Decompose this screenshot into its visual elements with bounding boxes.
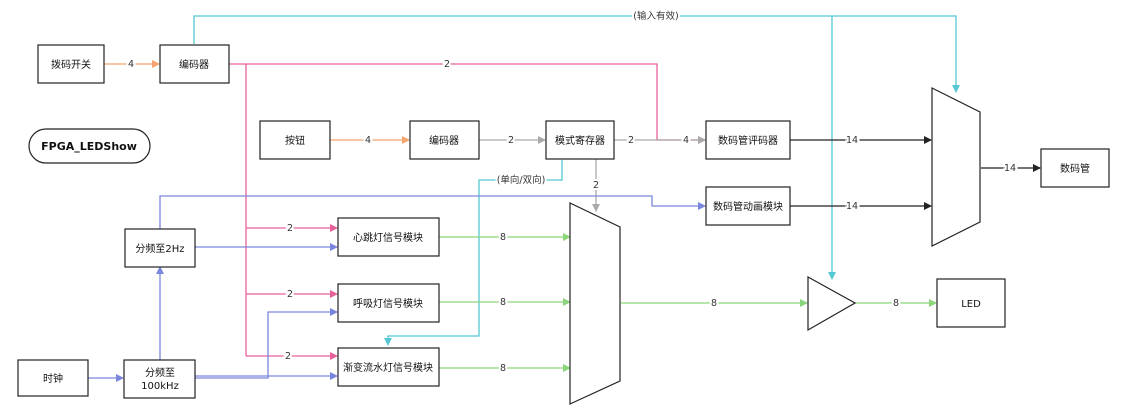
- block-encoder-top: 编码器: [159, 44, 230, 84]
- block-label: 分频至2Hz: [135, 242, 184, 255]
- block-label: LED: [961, 299, 981, 310]
- block-heartbeat: 心跳灯信号模块: [337, 217, 440, 257]
- edges: [88, 15, 1041, 382]
- label-anim-out: 14: [846, 201, 858, 212]
- diagram-title: FPGA_LEDShow: [41, 140, 137, 153]
- block-seg-evaluator: 数码管评码器: [705, 120, 791, 160]
- block-label: 拨码开关: [51, 58, 91, 71]
- label-to-heartbeat: 2: [287, 223, 293, 234]
- label-to-flow: 2: [285, 351, 291, 362]
- edge-2hz-to-anim: [159, 195, 706, 229]
- label-heartbeat-out: 8: [500, 232, 506, 243]
- label-mode-to-eval: 2: [628, 135, 634, 146]
- blocks: 拨码开关 编码器 FPGA_LEDShow 按钮 编码器 模式寄存器 数码管评码…: [17, 44, 1110, 405]
- block-breath: 呼吸灯信号模块: [337, 283, 440, 323]
- block-div-2hz: 分频至2Hz: [124, 228, 196, 268]
- label-to-breath: 2: [287, 289, 293, 300]
- block-clock: 时钟: [17, 359, 89, 397]
- label-mux-led: 8: [711, 298, 717, 309]
- buffer-led: [807, 275, 857, 332]
- block-label: 渐变流水灯信号模块: [343, 361, 433, 374]
- label-valid: (输入有效): [633, 10, 678, 22]
- block-dip-switch: 拨码开关: [37, 44, 105, 84]
- label-mode-down: 2: [593, 180, 599, 191]
- block-label-line1: 分频至: [145, 366, 175, 379]
- block-label: 按钮: [285, 134, 305, 147]
- block-div-100khz: 分频至 100kHz: [123, 359, 196, 399]
- block-led: LED: [936, 278, 1006, 328]
- block-flow: 渐变流水灯信号模块: [337, 347, 440, 387]
- label-dir: (单向/双向): [497, 174, 546, 186]
- label-button-to-encoder: 4: [365, 135, 371, 146]
- mux-led: [569, 202, 621, 405]
- block-label: 心跳灯信号模块: [353, 231, 423, 244]
- block-label: 数码管: [1060, 162, 1090, 175]
- block-label: 编码器: [179, 58, 209, 71]
- edge-mode-dir-to-flow: [384, 160, 563, 346]
- edge-labels: (输入有效) 4 2 4 2 2 4 14 14 14 (单向/双向) 2 2 …: [126, 8, 1018, 376]
- edge-valid-to-mux: [193, 15, 960, 93]
- block-label-line2: 100kHz: [141, 381, 179, 392]
- block-button: 按钮: [259, 120, 331, 160]
- label-flow-out: 8: [500, 363, 506, 374]
- label-buffer-out: 8: [893, 298, 899, 309]
- block-label: 数码管动画模块: [713, 200, 783, 213]
- mux-seg: [931, 87, 981, 247]
- label-encoder-to-mode: 2: [508, 135, 514, 146]
- block-label: 呼吸灯信号模块: [353, 298, 423, 310]
- block-seg-display: 数码管: [1040, 148, 1110, 188]
- title-pill: FPGA_LEDShow: [28, 128, 151, 164]
- block-mode-register: 模式寄存器: [545, 120, 615, 160]
- block-label: 编码器: [429, 134, 459, 147]
- label-breath-out: 8: [500, 297, 506, 308]
- block-encoder-mid: 编码器: [409, 120, 480, 160]
- edge-div-to-breath: [195, 308, 338, 379]
- label-mux-out: 14: [1004, 163, 1016, 174]
- block-label: 时钟: [43, 372, 63, 385]
- label-dip-to-encoder: 4: [128, 59, 134, 70]
- block-seg-animation: 数码管动画模块: [705, 186, 791, 226]
- label-eval-out: 14: [846, 135, 858, 146]
- label-encoder-to-eval: 2: [444, 59, 450, 70]
- label-into-eval: 4: [683, 135, 689, 146]
- block-label: 数码管评码器: [718, 134, 778, 147]
- block-label: 模式寄存器: [555, 134, 605, 147]
